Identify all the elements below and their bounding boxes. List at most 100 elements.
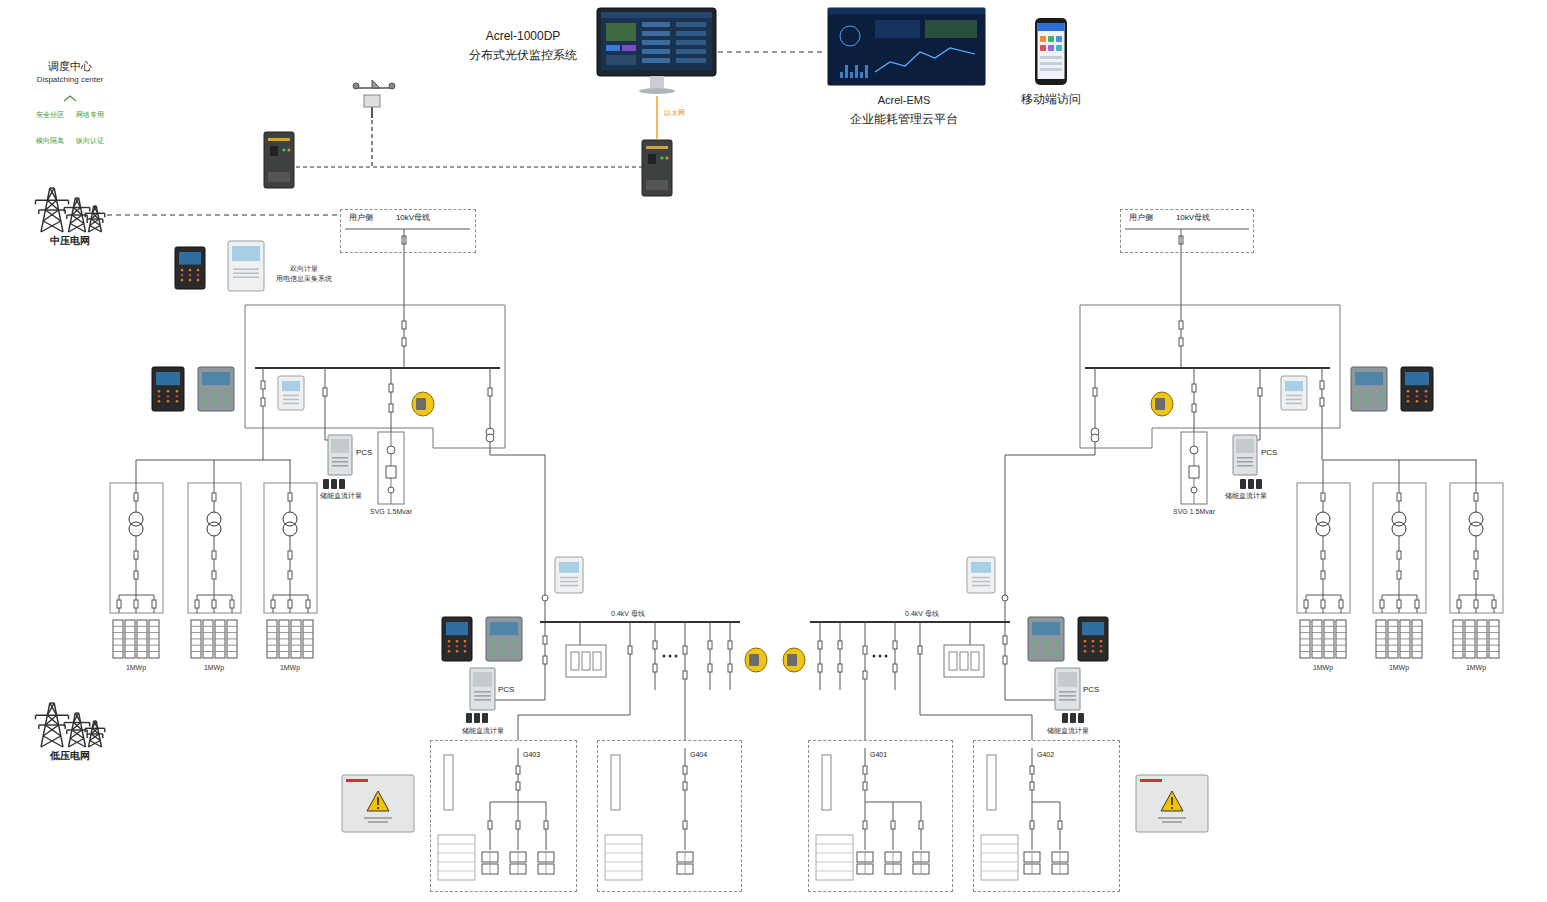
breaker-symbol	[387, 446, 395, 454]
tower-strut	[35, 715, 36, 719]
pv-string	[267, 620, 277, 658]
wire	[203, 645, 213, 646]
cabinet-vent	[474, 691, 491, 693]
wire	[215, 638, 225, 639]
relay-led	[215, 390, 218, 393]
relay-led	[204, 395, 207, 398]
wire	[685, 622, 686, 740]
switch-symbol	[134, 600, 138, 608]
wire	[137, 651, 147, 652]
tower-strut	[90, 226, 102, 233]
relay-led	[514, 640, 517, 643]
wire	[893, 852, 894, 874]
relay-led	[1379, 400, 1382, 403]
tower-strut	[89, 208, 90, 212]
pv-string	[113, 620, 123, 658]
wire	[1324, 645, 1334, 646]
tower-strut	[70, 215, 82, 224]
wire	[227, 645, 237, 646]
brand-strip	[1140, 779, 1162, 782]
equipment-node: Acrel-EMS企业能耗管理云平台	[826, 6, 988, 132]
ellipsis-dot	[885, 655, 888, 658]
cabinet-vent	[1237, 457, 1253, 459]
equipment-node: 中压电网	[33, 185, 107, 251]
label-strip	[987, 755, 996, 810]
tower-strut	[102, 219, 103, 223]
wire	[227, 626, 237, 627]
wire	[291, 645, 301, 646]
wire	[215, 626, 225, 627]
pv-string	[1453, 620, 1463, 658]
annotation-label: 网络专用	[76, 111, 104, 119]
wire	[1032, 802, 1060, 803]
switch-symbol	[919, 821, 923, 829]
wire	[1453, 632, 1463, 633]
meter-line	[560, 585, 578, 587]
relay-led	[1357, 400, 1360, 403]
wire	[215, 645, 225, 646]
cabinet-vent	[1237, 461, 1253, 463]
wire	[1336, 626, 1346, 627]
screen-row	[676, 58, 706, 63]
node-title: 移动端访问	[1021, 93, 1081, 107]
node-title: G401	[870, 751, 887, 759]
wire	[1489, 651, 1499, 652]
relay-led	[503, 645, 506, 648]
wire	[865, 622, 866, 740]
wire	[495, 700, 545, 701]
transformer-winding	[1392, 522, 1406, 536]
transformer-winding	[1316, 522, 1330, 536]
relay-led	[503, 650, 506, 653]
wire	[125, 626, 135, 627]
wire	[267, 626, 277, 627]
tower-strut	[94, 721, 98, 728]
relay-led	[167, 395, 170, 398]
relay-screen	[1082, 622, 1104, 635]
tower-strut	[64, 208, 65, 212]
sensor-device	[1151, 392, 1173, 416]
relay-led	[176, 400, 179, 403]
sensor-face	[416, 398, 426, 410]
relay-led	[464, 645, 467, 648]
pv-string	[137, 620, 147, 658]
wire	[1312, 645, 1322, 646]
relay-led	[1045, 645, 1048, 648]
relay-device	[175, 247, 205, 289]
switch-symbol	[117, 600, 121, 608]
tower-icon	[64, 198, 90, 232]
switch-symbol	[134, 571, 138, 579]
tower-strut	[47, 715, 58, 725]
meter-device	[555, 557, 583, 593]
wire	[136, 460, 137, 483]
tower-strut	[92, 213, 99, 219]
switch-symbol	[230, 600, 234, 608]
wire	[279, 632, 289, 633]
relay-led	[1045, 640, 1048, 643]
wire	[125, 638, 135, 639]
ct-symbol	[971, 652, 979, 670]
tower-icon	[36, 703, 69, 747]
combiner-box	[342, 775, 414, 832]
nameplate-line	[1158, 817, 1186, 819]
meter-device	[967, 557, 995, 593]
tower-strut	[91, 219, 100, 226]
node-title: Acrel-1000DP	[486, 30, 561, 44]
switch-symbol	[683, 821, 687, 829]
wire	[1005, 442, 1095, 600]
breaker-symbol	[1190, 446, 1198, 454]
info-table	[981, 835, 1018, 880]
battery-cell	[1070, 713, 1076, 723]
relay-device	[1351, 367, 1387, 411]
switch-symbol	[134, 493, 138, 501]
node-title: 调度中心	[48, 60, 92, 73]
annotation-label: 1MWp	[1389, 664, 1409, 672]
pv-string	[1465, 620, 1475, 658]
switch-symbol	[288, 551, 292, 559]
wire	[1336, 638, 1346, 639]
relay-device	[1401, 367, 1433, 411]
cabinet-vent	[332, 457, 348, 459]
switch-symbol	[653, 664, 657, 672]
wire	[214, 536, 215, 595]
annotation-label: 1MWp	[1313, 664, 1333, 672]
relay-led	[1100, 640, 1103, 643]
